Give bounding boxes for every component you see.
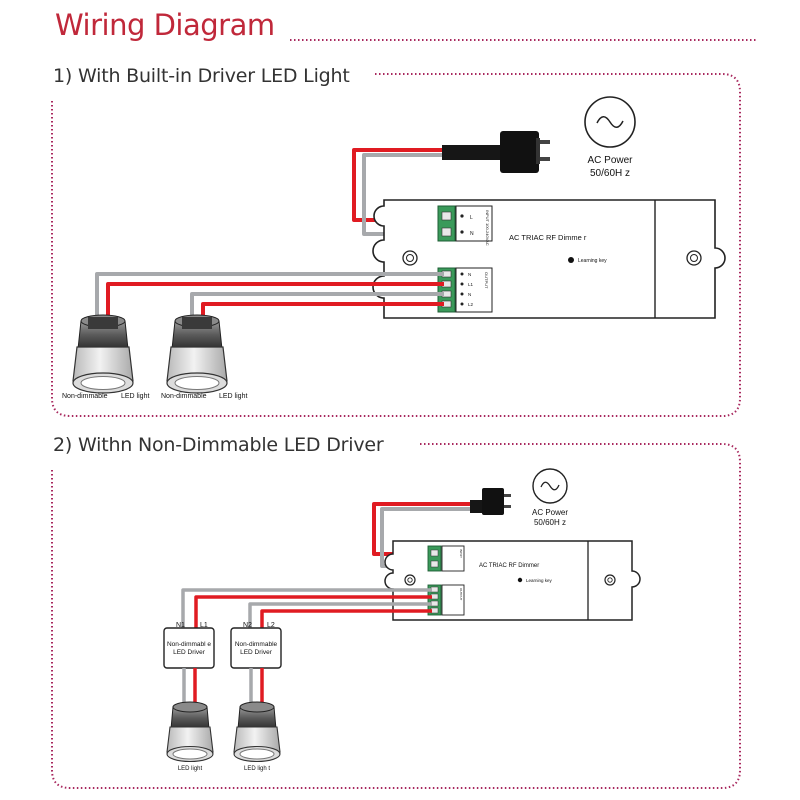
- s1-power-plug: [500, 131, 550, 173]
- s1-light2-name: LED light: [219, 393, 247, 400]
- s2-driver2-l-label: L2: [267, 622, 275, 629]
- s2-output-wire-l1: [194, 595, 432, 630]
- s2-light2-label: LED ligh t: [244, 766, 270, 772]
- s1-output-terminal-l1: L1: [468, 282, 474, 287]
- s2-driver1-line2: LED Driver: [173, 649, 206, 656]
- s2-output-wire-n1: [181, 588, 432, 630]
- s2-led-light-1-icon: [166, 701, 214, 763]
- s1-learning-key-button: [568, 257, 574, 263]
- section1-frame: [51, 73, 741, 417]
- s2-driver1-l-label: L1: [200, 622, 208, 629]
- s1-light2-type: Non-dimmable: [161, 393, 207, 400]
- s2-learning-key-label: Learning key: [526, 578, 553, 583]
- s2-driver-2: [230, 627, 282, 669]
- s1-output-terminal-l2: L2: [468, 302, 474, 307]
- s1-dimmer-label: AC TRIAC RF Dimme r: [509, 233, 587, 242]
- s1-output-block-label: OUTPUT: [484, 272, 489, 289]
- s2-driver2-line2: LED Driver: [240, 649, 273, 656]
- s1-input-terminal-l: L: [470, 215, 473, 221]
- s2-led-light-2-icon: [233, 701, 281, 763]
- s1-ac-power-icon: [584, 96, 636, 148]
- section2-title: 2) Withn Non-Dimmable LED Driver: [53, 434, 384, 456]
- s2-light1-label: LED light: [178, 766, 203, 772]
- s2-driver1-line1: Non-dimmabl e: [167, 641, 211, 648]
- s1-ac-power-freq: 50/60H z: [590, 168, 630, 179]
- s1-led-light-2-icon: [166, 314, 228, 394]
- s1-led-light-1-icon: [72, 314, 134, 394]
- page-title: Wiring Diagram: [55, 8, 275, 42]
- s1-learning-key-label: Learning key: [578, 258, 607, 264]
- s2-dimmer: INPUT OUTPUT AC TRIAC RF Dimmer Learning…: [384, 540, 641, 621]
- section1-title: 1) With Built-in Driver LED Light: [53, 65, 350, 87]
- s2-ac-power-label: AC Power: [532, 508, 568, 517]
- s2-ac-power-freq: 50/60H z: [534, 518, 566, 527]
- s2-driver2-n-label: N2: [243, 622, 252, 629]
- s1-input-block-label: INPUT 100-240VAC: [485, 210, 490, 246]
- s1-input-terminal-n: N: [470, 231, 474, 237]
- s1-dimmer: L N INPUT 100-240VAC N L1 N L2 OUTPUT AC…: [372, 199, 726, 319]
- s2-output-block-label: OUTPUT: [459, 588, 463, 601]
- s2-input-block-label: INPUT: [459, 549, 463, 558]
- s2-power-plug: [482, 488, 511, 515]
- s2-learning-key-button: [517, 577, 523, 583]
- s2-driver1-n-label: N1: [176, 622, 185, 629]
- s2-output-wire-l2: [260, 609, 432, 630]
- s2-output-wire-n2: [248, 602, 432, 630]
- s1-ac-power-label: AC Power: [587, 155, 633, 166]
- s1-output-wire-n1: [95, 272, 444, 330]
- s1-power-cord: [442, 145, 502, 160]
- s2-dimmer-label: AC TRIAC RF Dimmer: [479, 563, 539, 569]
- s1-light1-type: Non-dimmable: [62, 393, 108, 400]
- s1-output-terminal-n1: N: [468, 272, 471, 277]
- s2-driver2-line1: Non-dimmable: [235, 641, 278, 648]
- s1-output-terminal-n2: N: [468, 292, 471, 297]
- s2-driver-1: [163, 627, 215, 669]
- s1-light1-name: LED light: [121, 393, 149, 400]
- s2-ac-power-icon: [532, 468, 568, 504]
